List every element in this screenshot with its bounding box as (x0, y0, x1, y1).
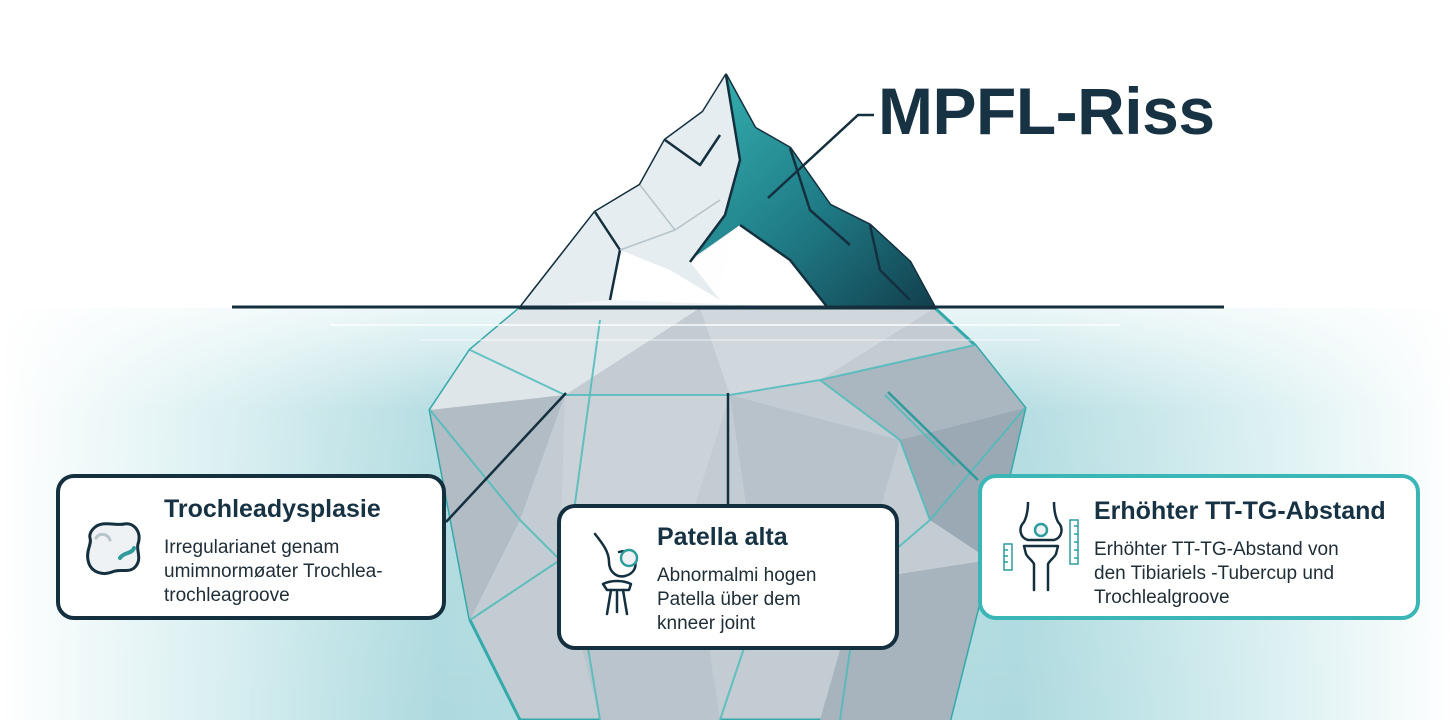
knee-joint-icon (589, 528, 643, 618)
card-text-line: trochleagroove (164, 584, 290, 606)
card-text-line: den Tibiariels -Tubercup und (1094, 562, 1335, 584)
card-text-line: Trochlealgroove (1094, 586, 1230, 608)
card-text-line: knneer joint (657, 612, 756, 634)
main-title: MPFL-Riss (878, 74, 1215, 148)
card3-connector-line (887, 391, 979, 481)
card-text-line: Abnormalmi hogen (657, 564, 817, 586)
card-title: Trochleadysplasie (164, 495, 381, 523)
title-connector-line (767, 113, 874, 199)
card-text-line: Erhöhter TT-TG-Abstand von (1094, 538, 1339, 560)
card-text-line: umimnormøater Trochlea- (164, 560, 383, 582)
iceberg-peak (518, 73, 937, 310)
card-title: Erhöhter TT-TG-Abstand (1094, 497, 1386, 525)
card1-connector-line (445, 392, 567, 523)
card-trochleadysplasie: Trochleadysplasie Irregularianet genam u… (56, 474, 446, 620)
knee-measure-icon (998, 498, 1084, 594)
card-tt-tg-abstand: Erhöhter TT-TG-Abstand Erhöhter TT-TG-Ab… (978, 474, 1420, 620)
card-patella-alta: Patella alta Abnormalmi hogen Patella üb… (557, 504, 899, 650)
card-title: Patella alta (657, 523, 788, 551)
card-text-line: Patella über dem (657, 588, 801, 610)
card-text-line: Irregularianet genam (164, 536, 340, 558)
trochlea-bone-icon (80, 514, 150, 584)
